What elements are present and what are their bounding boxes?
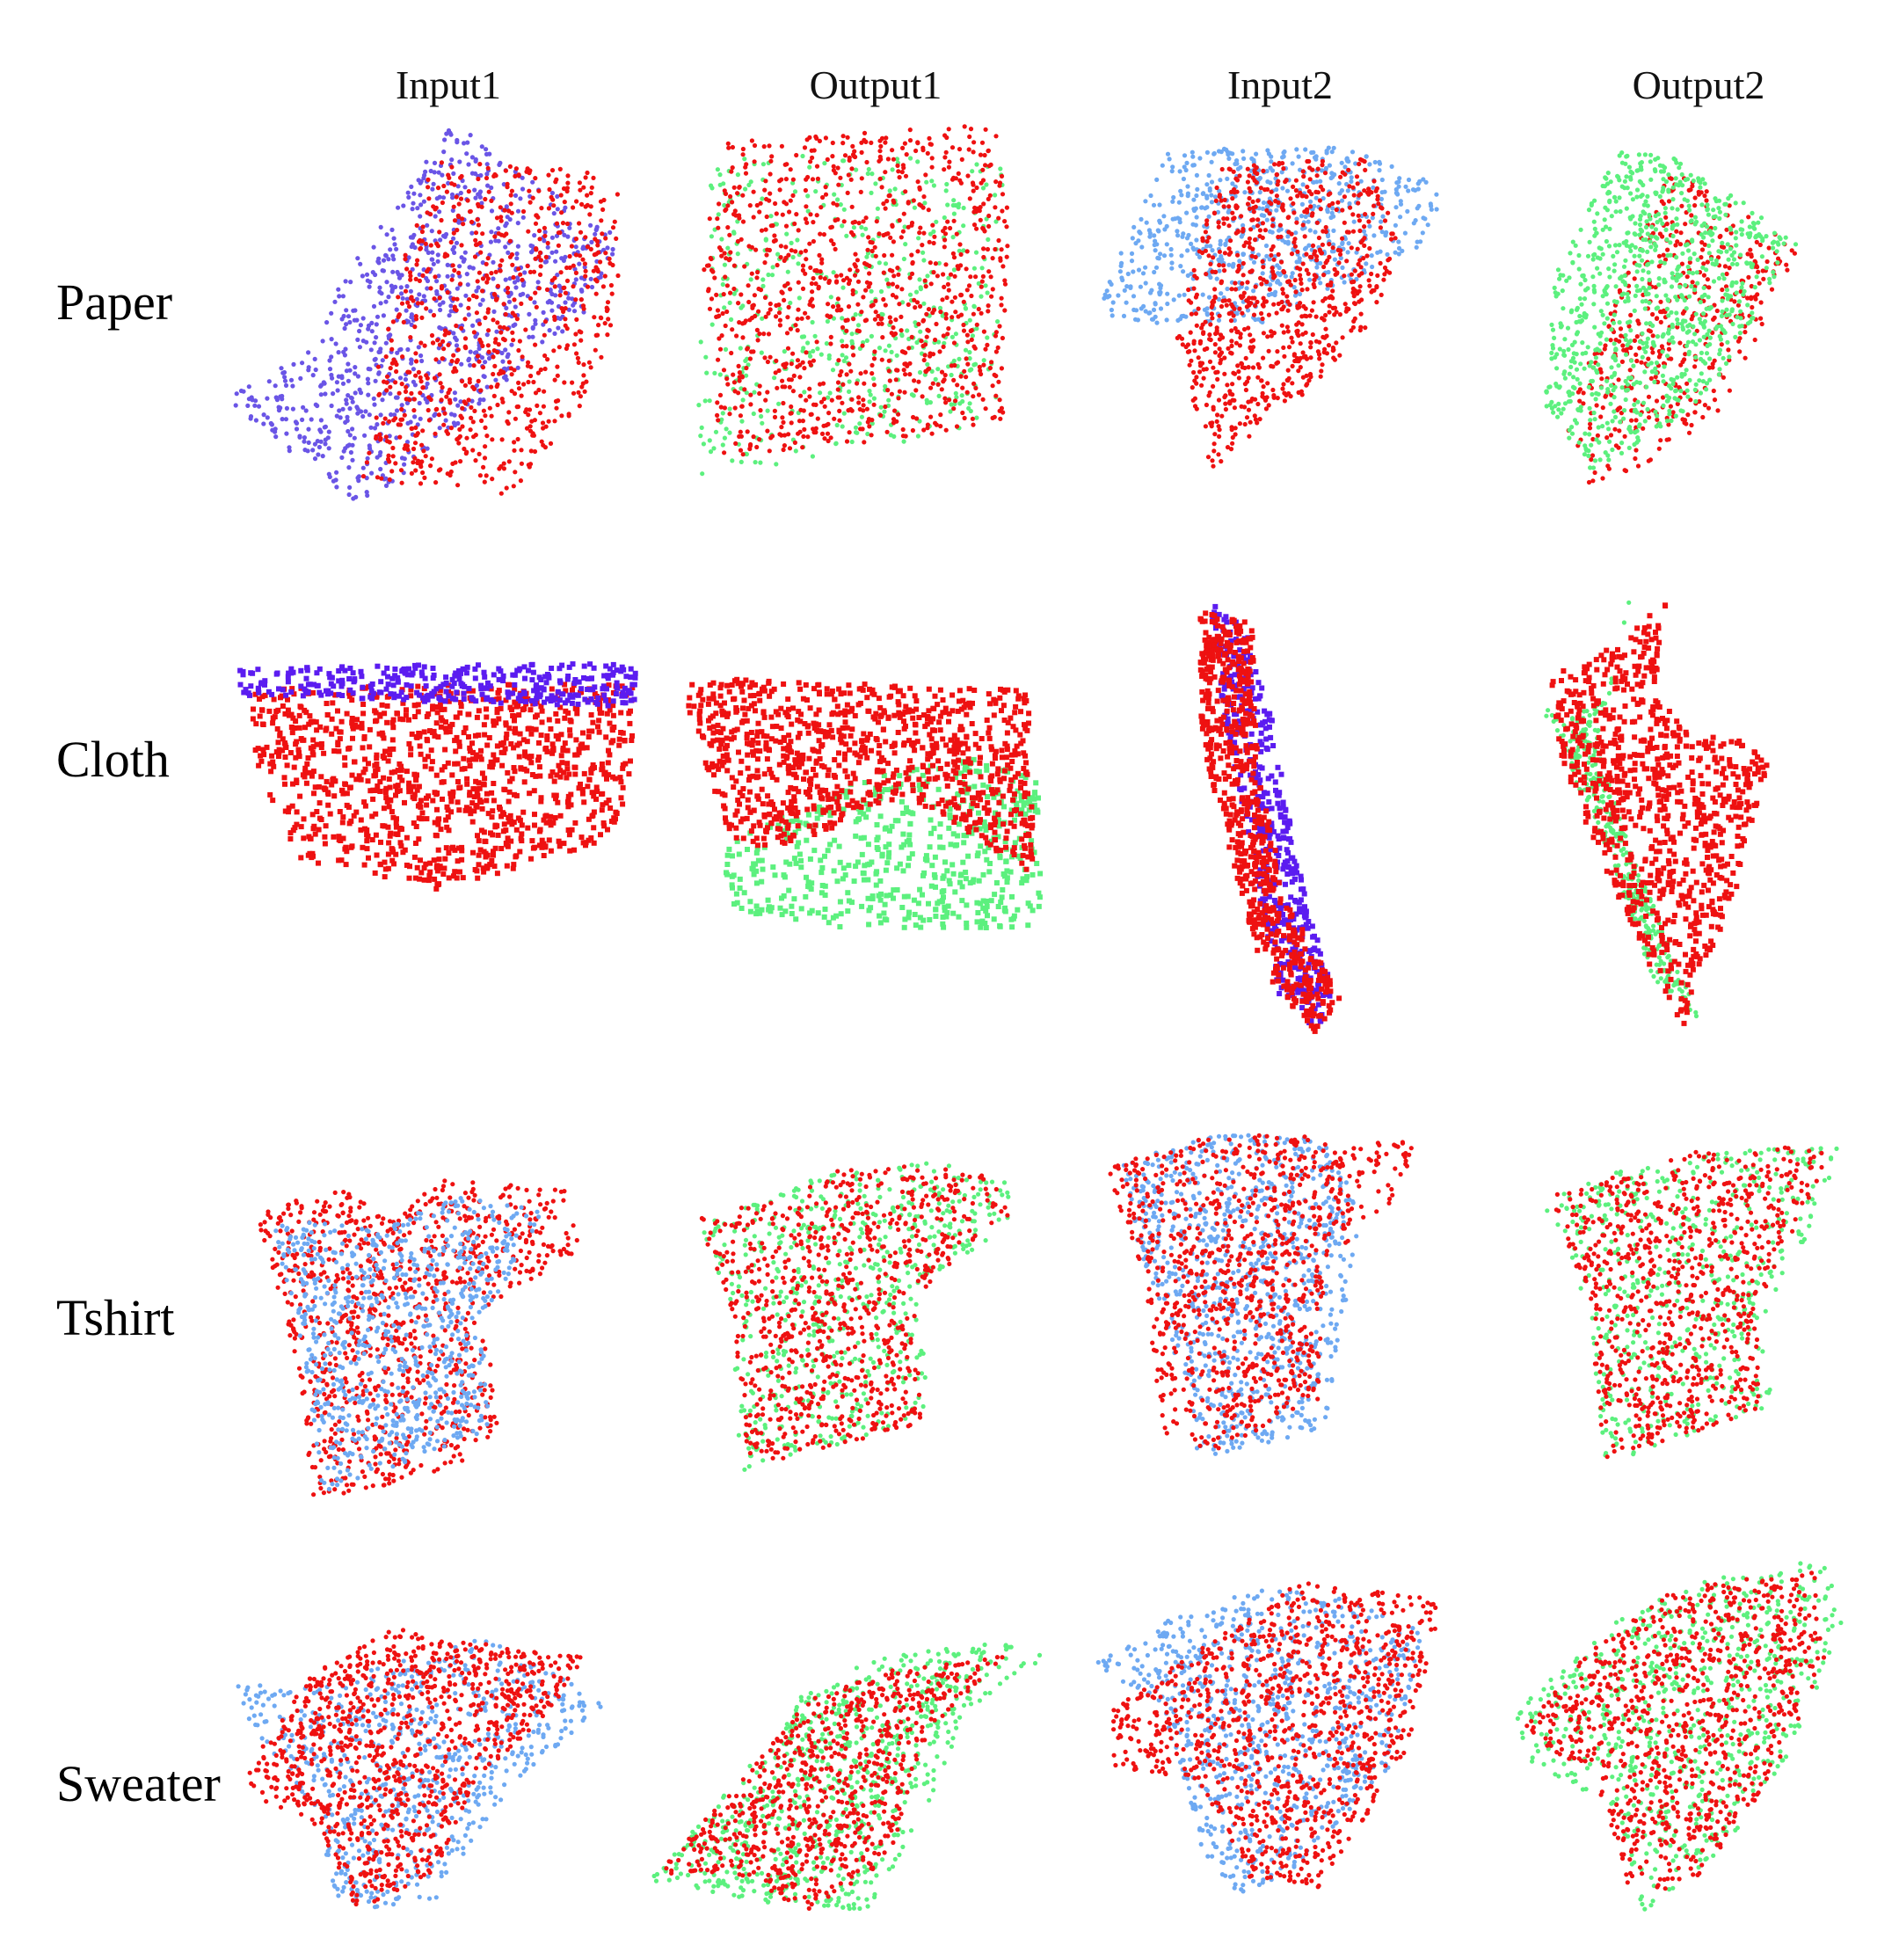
point-cloud-tshirt-input2	[1108, 1133, 1414, 1456]
row-label-sweater: Sweater	[56, 1754, 221, 1813]
point-cloud-cloth-output1	[686, 676, 1044, 930]
point-set-red	[686, 676, 1036, 872]
row-label-paper: Paper	[56, 273, 172, 332]
point-set-deep-violet	[237, 661, 638, 709]
column-header-output2: Output2	[1567, 62, 1830, 108]
point-cloud-sweater-input2	[1095, 1581, 1438, 1894]
point-cloud-cloth-input2	[1197, 603, 1342, 1034]
point-set-green	[651, 1642, 1043, 1912]
point-set-red	[1111, 1581, 1438, 1890]
point-set-red	[1175, 157, 1398, 469]
row-label-cloth: Cloth	[56, 730, 170, 789]
point-set-red	[1108, 1133, 1414, 1451]
point-cloud-cloth-output2	[1544, 600, 1770, 1026]
point-set-red	[1524, 1570, 1827, 1891]
point-cloud-paper-output1	[696, 124, 1010, 477]
point-set-red	[258, 1178, 579, 1497]
point-cloud-tshirt-output2	[1545, 1145, 1839, 1460]
column-header-output1: Output1	[744, 62, 1008, 108]
point-cloud-paper-input1	[233, 128, 621, 501]
point-set-light-blue	[273, 1196, 542, 1492]
point-cloud-sweater-output1	[651, 1642, 1043, 1912]
point-set-red	[699, 1164, 1010, 1461]
point-set-red	[250, 681, 636, 892]
point-set-red	[360, 160, 621, 496]
point-set-green	[696, 153, 1005, 477]
point-set-light-blue	[1095, 1588, 1422, 1894]
row-label-tshirt: Tshirt	[56, 1288, 175, 1347]
point-set-red	[1549, 602, 1770, 1026]
point-cloud-sweater-input1	[236, 1628, 603, 1910]
point-cloud-paper-input2	[1102, 145, 1439, 469]
column-header-input1: Input1	[316, 62, 580, 108]
point-set-red	[664, 1655, 1005, 1911]
point-cloud-tshirt-input1	[258, 1178, 579, 1497]
point-set-red	[702, 124, 1010, 457]
point-set-green	[1544, 150, 1799, 470]
point-cloud-sweater-output2	[1515, 1561, 1844, 1912]
point-set-red	[1553, 1145, 1824, 1460]
point-cloud-paper-output2	[1544, 150, 1799, 485]
column-header-input2: Input2	[1148, 62, 1412, 108]
point-set-red	[1197, 610, 1342, 1034]
point-cloud-tshirt-output1	[699, 1161, 1011, 1472]
point-set-red	[247, 1628, 583, 1907]
point-set-light-blue	[1102, 145, 1439, 325]
point-set-purple-blue	[233, 128, 615, 501]
point-cloud-cloth-input1	[237, 661, 638, 892]
